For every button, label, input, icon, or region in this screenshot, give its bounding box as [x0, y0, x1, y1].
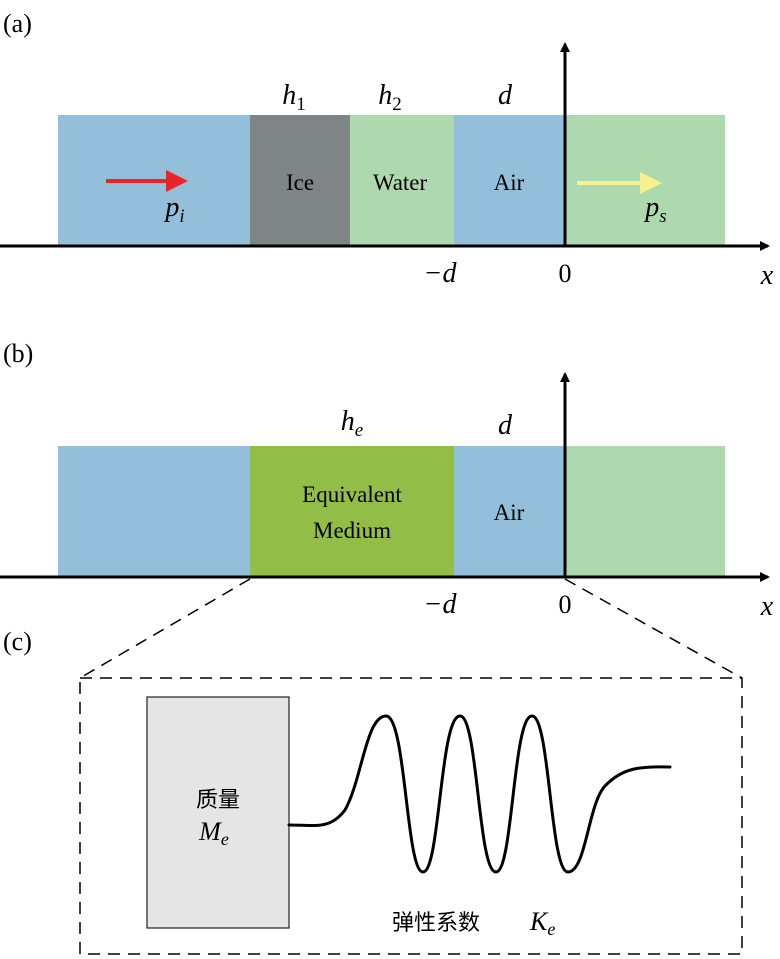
panel-a-label: (a) [3, 9, 32, 38]
incident-arrow-icon [166, 170, 188, 192]
minus-d-tick: −d [424, 589, 458, 620]
x-axis-label: x [760, 260, 774, 291]
spring-coil [287, 714, 672, 874]
incident-medium-region [58, 446, 250, 577]
equivalent-medium-label-line1: Equivalent [302, 482, 402, 507]
h2-label: h2 [378, 80, 402, 115]
panel-c: (c) 质量 Me 弹性系数 Ke [3, 578, 743, 955]
x-axis-label: x [760, 591, 774, 622]
zoom-guide-right [564, 578, 743, 679]
zero-tick: 0 [559, 590, 572, 619]
ice-layer [250, 115, 350, 246]
water-label: Water [373, 170, 428, 195]
equivalent-medium-label-line2: Medium [313, 518, 391, 543]
air-layer [454, 115, 565, 246]
panel-a: (a) Ice Water Air h1 h2 d pi ps −d 0 x [0, 9, 774, 291]
equivalent-medium-layer [250, 446, 454, 577]
transmitted-medium-region [565, 446, 725, 577]
water-layer [350, 115, 454, 246]
minus-d-tick: −d [424, 258, 458, 289]
ice-label: Ice [286, 170, 314, 195]
zoom-box [79, 677, 743, 955]
d-label: d [498, 80, 513, 111]
p-i-label: pi [163, 192, 184, 227]
scattered-arrow-icon [640, 172, 662, 194]
panel-b: (b) Equivalent Medium Air he d −d 0 x [0, 339, 774, 622]
zero-tick: 0 [559, 259, 572, 288]
zoom-guide-left [79, 578, 251, 679]
panel-b-label: (b) [3, 339, 33, 368]
p-s-label: ps [643, 192, 666, 227]
he-label: he [341, 406, 363, 441]
mass-symbol: Me [198, 817, 229, 849]
mass-label: 质量 [196, 788, 240, 813]
air-label: Air [494, 170, 525, 195]
d-label: d [498, 410, 513, 441]
spring-symbol: Ke [529, 907, 555, 939]
panel-c-label: (c) [3, 627, 32, 656]
mass-block [146, 696, 290, 929]
h1-label: h1 [282, 80, 306, 115]
air-layer [454, 446, 565, 577]
air-label: Air [494, 500, 525, 525]
spring-label: 弹性系数 [392, 911, 480, 936]
